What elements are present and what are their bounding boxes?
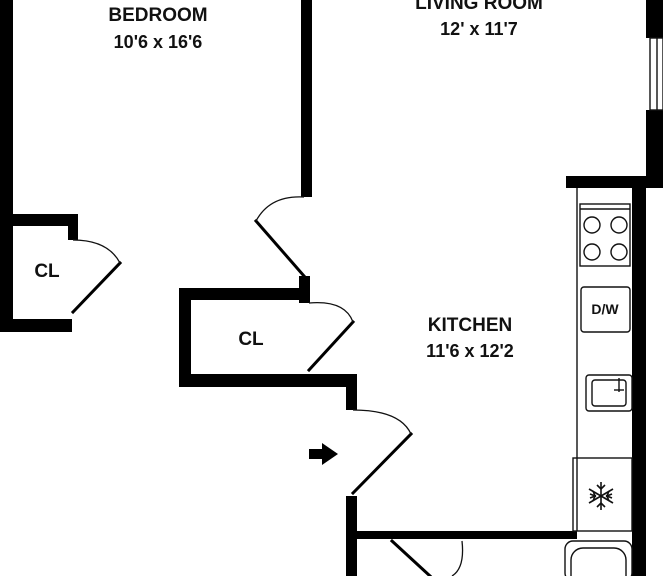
closet1-door [70, 239, 123, 315]
bedroom-name: BEDROOM [108, 5, 207, 26]
closet2-top-wall [179, 288, 310, 300]
kitchen-counter: D/W [572, 188, 633, 532]
sink-icon [585, 374, 633, 412]
arrow-right-icon [309, 443, 338, 465]
entrance-door [350, 409, 414, 496]
kitchen-name: KITCHEN [428, 315, 512, 336]
closet2-bottom-wall [179, 374, 357, 387]
dishwasher: D/W [580, 286, 631, 333]
bedroom-door [253, 196, 307, 279]
closet1-bottom-wall [0, 319, 72, 332]
bedroom-left-wall [0, 0, 13, 332]
bath-top-wall-left [357, 531, 467, 539]
closet2-right-stub [299, 288, 310, 303]
closet2-left-wall [179, 288, 191, 387]
closet2-label: CL [238, 329, 264, 350]
kitchen-top-wall [566, 176, 646, 188]
doors [70, 196, 464, 576]
closet1-label: CL [34, 261, 60, 282]
stove-icon [579, 203, 631, 267]
kitchen-dimensions: 11'6 x 12'2 [426, 341, 514, 361]
living-room-dimensions: 12' x 11'7 [440, 19, 518, 39]
bathtub [564, 540, 633, 576]
bedroom-bottom-wall [0, 214, 78, 226]
dishwasher-label: D/W [591, 301, 619, 317]
bath-door [389, 538, 464, 576]
closet2-door [306, 301, 356, 373]
refrigerator [572, 457, 633, 532]
partition-stub [299, 276, 310, 297]
living-right-wall-top [646, 0, 663, 38]
living-right-wall-bottom [646, 110, 663, 188]
snowflake-icon [588, 482, 614, 510]
right-exterior-wall [632, 176, 646, 576]
corridor-upper-wall [346, 374, 357, 410]
bedroom-dimensions: 10'6 x 16'6 [114, 32, 203, 52]
bedroom-partition-wall [301, 0, 312, 197]
corridor-lower-wall [346, 496, 357, 576]
bath-top-wall-right [467, 531, 577, 539]
living-room-name: LIVING ROOM [415, 0, 543, 14]
closet1-top-stub [68, 214, 78, 240]
